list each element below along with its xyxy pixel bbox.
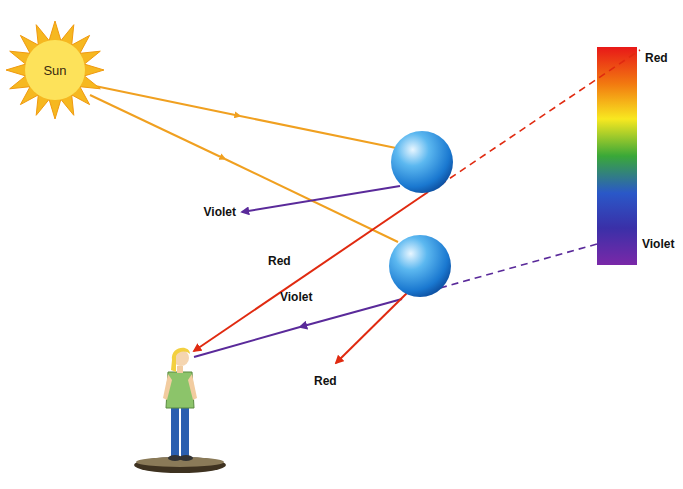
raindrop	[391, 131, 453, 193]
raindrop	[389, 235, 451, 297]
violet-dashed-extension	[440, 244, 597, 288]
violet-ray	[242, 186, 400, 212]
shoe	[179, 455, 193, 461]
leg	[181, 405, 189, 457]
spectrum-band	[597, 47, 637, 265]
arm	[163, 374, 172, 400]
ray-label: Red	[314, 375, 337, 388]
observer-figure	[163, 348, 197, 461]
violet-ray	[194, 327, 300, 357]
sun-disc	[25, 40, 85, 100]
spectrum-label: Violet	[642, 238, 674, 251]
sun-rays	[6, 21, 104, 119]
sun-ray	[90, 95, 225, 159]
sun-shape: Sun	[5, 20, 105, 120]
spectrum-label: Red	[645, 52, 668, 65]
red-ray	[336, 292, 408, 363]
sun-ray	[95, 86, 240, 116]
ray-label: Violet	[204, 206, 236, 219]
ray-label: Violet	[280, 291, 312, 304]
sun-label: Sun	[43, 63, 66, 78]
leg	[171, 405, 179, 457]
sun-ray	[240, 116, 396, 148]
neck	[177, 366, 183, 373]
ray-label: Red	[268, 255, 291, 268]
hair	[171, 348, 190, 372]
red-dashed-extension	[440, 50, 640, 185]
arm	[188, 374, 197, 400]
